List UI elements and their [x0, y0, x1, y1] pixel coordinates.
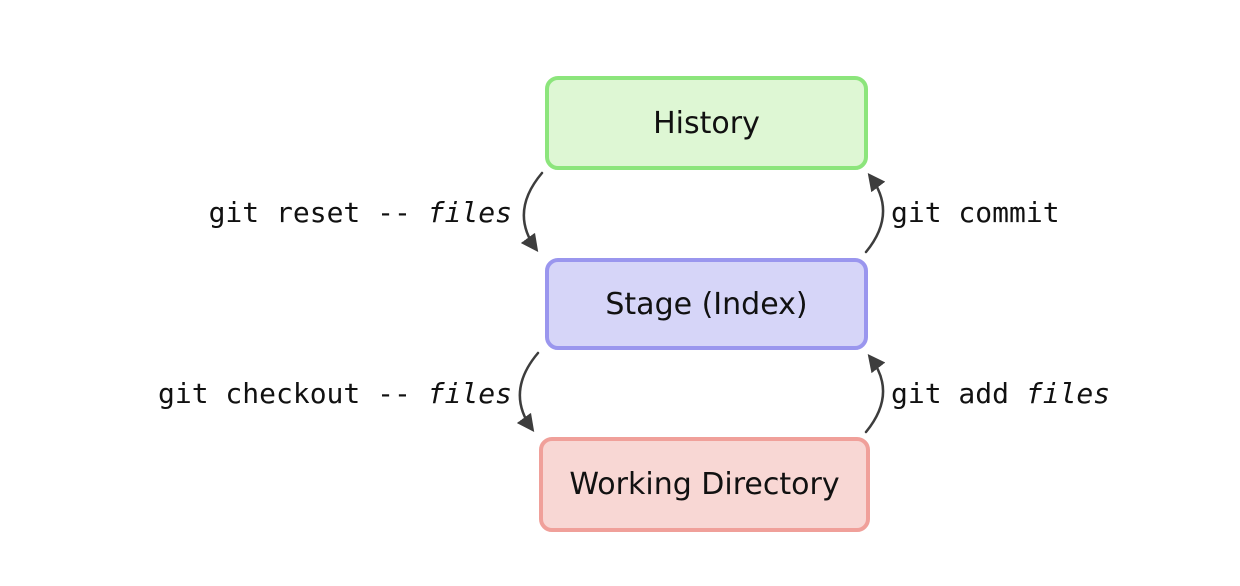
- node-stage-label: Stage (Index): [605, 286, 808, 322]
- edge-label-git-checkout: git checkout -- files: [0, 377, 512, 410]
- reset-arrow: [520, 171, 544, 253]
- node-stage: Stage (Index): [545, 258, 868, 350]
- node-working-directory: Working Directory: [539, 437, 870, 532]
- git-checkout-arg: files: [427, 377, 512, 410]
- checkout-arrow: [516, 351, 540, 433]
- commit-arrow: [864, 173, 886, 254]
- edge-label-git-reset: git reset -- files: [0, 196, 512, 229]
- add-arrow: [864, 354, 886, 434]
- edge-label-git-commit: git commit: [891, 196, 1060, 229]
- git-add-arg: files: [1025, 377, 1111, 410]
- node-history-label: History: [653, 105, 760, 141]
- git-reset-command: git reset --: [208, 196, 411, 229]
- git-checkout-command: git checkout --: [157, 377, 411, 410]
- git-add-command: git add: [891, 377, 1010, 410]
- node-history: History: [545, 76, 868, 170]
- git-commit-command: git commit: [891, 196, 1060, 229]
- edge-label-git-add: git add files: [891, 377, 1110, 410]
- node-working-directory-label: Working Directory: [569, 467, 840, 502]
- git-reset-arg: files: [427, 196, 512, 229]
